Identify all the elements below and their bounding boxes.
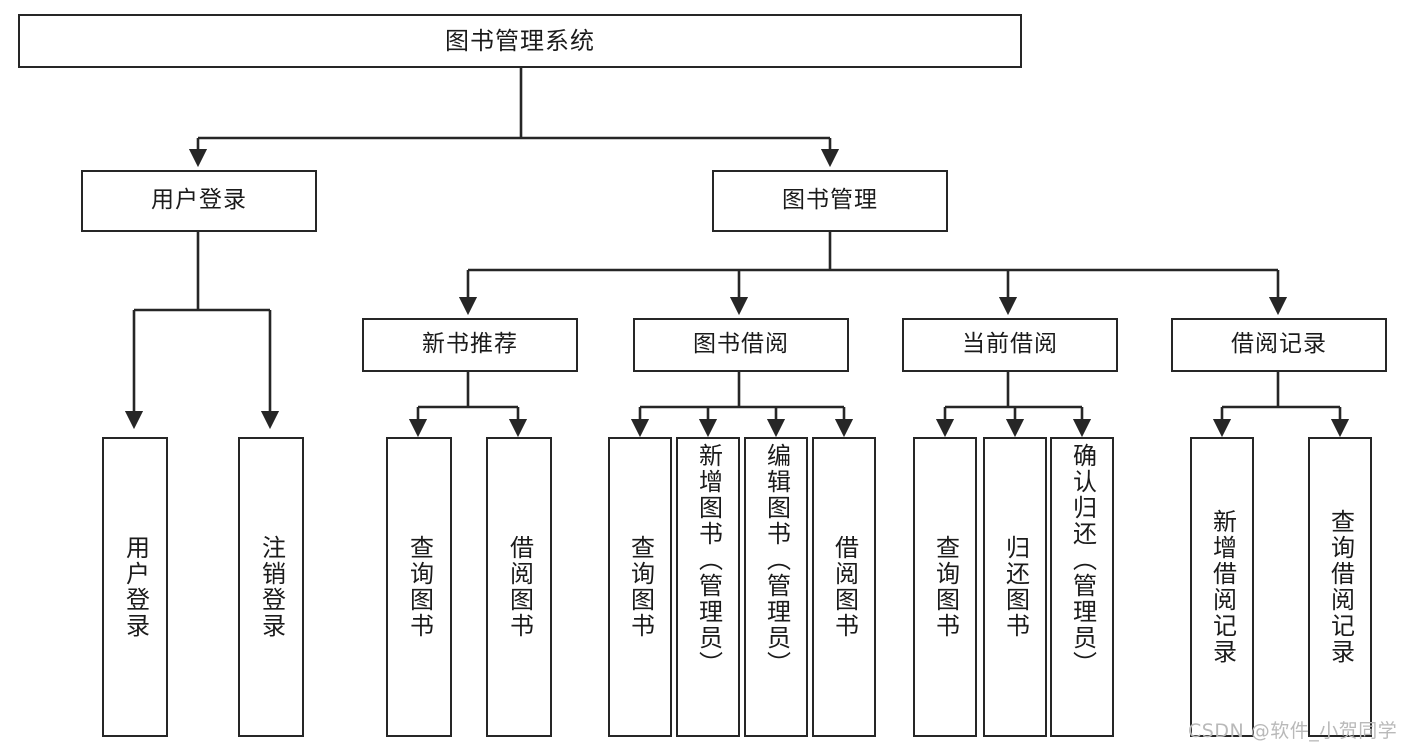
node-label: 用户登录: [121, 535, 150, 639]
leaf-borrow-book-recommend[interactable]: 借阅图书: [486, 437, 552, 737]
node-label: 用户登录: [151, 187, 247, 214]
node-borrow-record[interactable]: 借阅记录: [1171, 318, 1387, 372]
leaf-query-borrow-record[interactable]: 查询借阅记录: [1308, 437, 1372, 737]
leaf-query-book-borrow[interactable]: 查询图书: [608, 437, 672, 737]
node-label: 图书借阅: [693, 331, 789, 358]
node-new-book-recommend[interactable]: 新书推荐: [362, 318, 578, 372]
leaf-user-login[interactable]: 用户登录: [102, 437, 168, 737]
watermark-text: CSDN @软件_小贺同学: [1188, 720, 1398, 742]
node-root-book-management-system[interactable]: 图书管理系统: [18, 14, 1022, 68]
node-label: 编辑图书（管理员）: [762, 443, 791, 677]
node-label: 注销登录: [257, 535, 286, 639]
node-label: 归还图书: [1001, 535, 1030, 639]
node-user-login[interactable]: 用户登录: [81, 170, 317, 232]
node-label: 借阅记录: [1231, 331, 1327, 358]
node-label: 借阅图书: [830, 535, 859, 639]
node-label: 图书管理系统: [445, 26, 595, 55]
node-label: 新增图书（管理员）: [694, 443, 723, 677]
leaf-add-borrow-record[interactable]: 新增借阅记录: [1190, 437, 1254, 737]
node-label: 借阅图书: [505, 535, 534, 639]
node-label: 新增借阅记录: [1208, 509, 1237, 665]
leaf-logout[interactable]: 注销登录: [238, 437, 304, 737]
node-book-management[interactable]: 图书管理: [712, 170, 948, 232]
node-label: 查询图书: [626, 535, 655, 639]
leaf-confirm-return-admin[interactable]: 确认归还（管理员）: [1050, 437, 1114, 737]
leaf-edit-book-admin[interactable]: 编辑图书（管理员）: [744, 437, 808, 737]
node-current-borrow[interactable]: 当前借阅: [902, 318, 1118, 372]
node-label: 图书管理: [782, 187, 878, 214]
node-label: 查询图书: [931, 535, 960, 639]
node-label: 当前借阅: [962, 331, 1058, 358]
leaf-add-book-admin[interactable]: 新增图书（管理员）: [676, 437, 740, 737]
leaf-query-book-recommend[interactable]: 查询图书: [386, 437, 452, 737]
node-book-borrow[interactable]: 图书借阅: [633, 318, 849, 372]
node-label: 确认归还（管理员）: [1068, 443, 1097, 677]
node-label: 新书推荐: [422, 331, 518, 358]
leaf-return-book[interactable]: 归还图书: [983, 437, 1047, 737]
leaf-borrow-book[interactable]: 借阅图书: [812, 437, 876, 737]
node-label: 查询图书: [405, 535, 434, 639]
node-label: 查询借阅记录: [1326, 509, 1355, 665]
leaf-query-book-current[interactable]: 查询图书: [913, 437, 977, 737]
